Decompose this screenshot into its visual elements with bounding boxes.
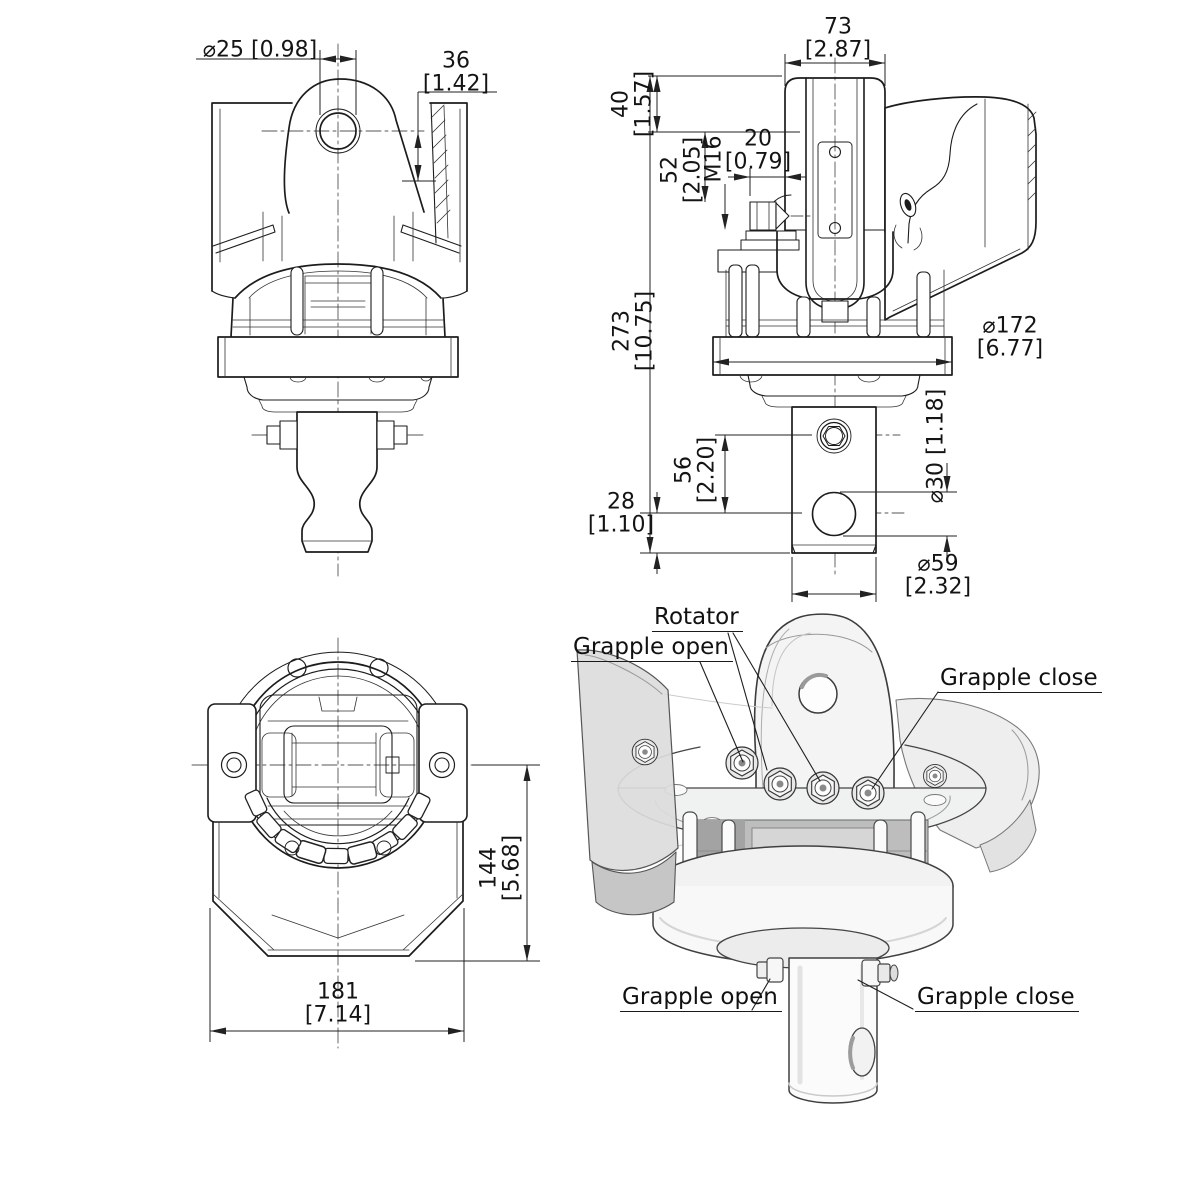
dim-mm: 273 [609,310,635,352]
dim-in: [10.75] [633,290,658,372]
label-rotator: Rotator [652,604,743,632]
dim-mm: 56 [671,456,697,484]
bottom-view [191,637,487,1049]
dim-in: [5.68] [500,834,525,902]
dim-side-fitting-offset: 52 [2.05] [657,137,706,203]
label-grapple-close-bottom: Grapple close [915,984,1079,1012]
dim-in: [1.42] [422,72,490,97]
side-clevis [784,77,886,233]
dim-side-thread: M16 [701,135,727,183]
front-view-dims [196,50,497,182]
side-shaft [791,406,877,554]
dim-in: [2.20] [695,436,720,504]
bottom-view-dims [209,764,540,1042]
dim-bottom-body-width: 181 [7.14] [304,979,372,1028]
dim-side-cross-hole-dia: ⌀30 [1.18] [923,388,949,504]
bottom-body-outline [212,821,464,957]
dim-mm: ⌀25 [202,37,245,63]
dim-mm: 73 [824,14,852,40]
dim-in: [2.87] [804,38,872,63]
front-flange [217,336,459,378]
dim-side-shaft-dia: ⌀59 [2.32] [904,551,972,600]
label-grapple-open-bottom: Grapple open [620,984,782,1012]
side-view-dims [640,54,957,602]
dim-in: [2.32] [904,575,972,600]
dim-mm: 28 [607,489,635,515]
dim-in: [6.77] [976,337,1044,362]
dim-mm: M16 [701,135,727,183]
label-grapple-open-top: Grapple open [571,634,733,662]
iso-dome [753,613,895,819]
iso-view [576,613,1040,1104]
dim-side-port-to-hole: 56 [2.20] [671,436,720,504]
dim-mm: 181 [317,979,359,1005]
dim-side-overall-height: 273 [10.75] [609,290,658,372]
iso-leader-lines [699,632,939,1011]
dim-bottom-body-height: 144 [5.68] [476,834,525,902]
dim-side-fitting-protrusion: 20 [0.79] [724,126,792,175]
dim-in: [7.14] [304,1003,372,1028]
front-pin-hole [319,112,357,150]
dim-mm: 36 [442,48,470,74]
side-view [712,57,1037,578]
label-grapple-close-top: Grapple close [938,665,1102,693]
side-bracket [884,96,1037,321]
dim-in: [1.57] [632,70,657,138]
dim-mm: ⌀59 [917,551,959,577]
dim-mm: 20 [744,126,772,152]
dim-side-flange-dia: ⌀172 [6.77] [976,313,1044,362]
dim-mm: 52 [657,156,683,184]
dim-in: [0.98] [251,37,318,63]
dim-mm: 144 [476,847,502,889]
dim-side-clevis-width: 73 [2.87] [804,14,872,63]
dim-in: [0.79] [724,150,792,175]
front-view [211,43,468,577]
dim-in: [1.10] [587,513,655,538]
dim-mm: ⌀30 [1.18] [923,388,949,504]
iso-left-wing [576,649,679,872]
dim-front-jaw-depth: 36 [1.42] [422,48,490,97]
dim-mm: ⌀172 [982,313,1038,339]
dim-front-pin-hole-dia: ⌀25 [0.98] [202,37,318,63]
dim-side-top-offset: 40 [1.57] [608,70,657,138]
dim-mm: 40 [608,90,634,118]
dim-side-hole-to-end: 28 [1.10] [587,489,655,538]
front-shaft [296,411,378,553]
front-clevis-ear [283,78,425,214]
side-flange [712,336,953,376]
side-cross-hole [811,491,857,537]
